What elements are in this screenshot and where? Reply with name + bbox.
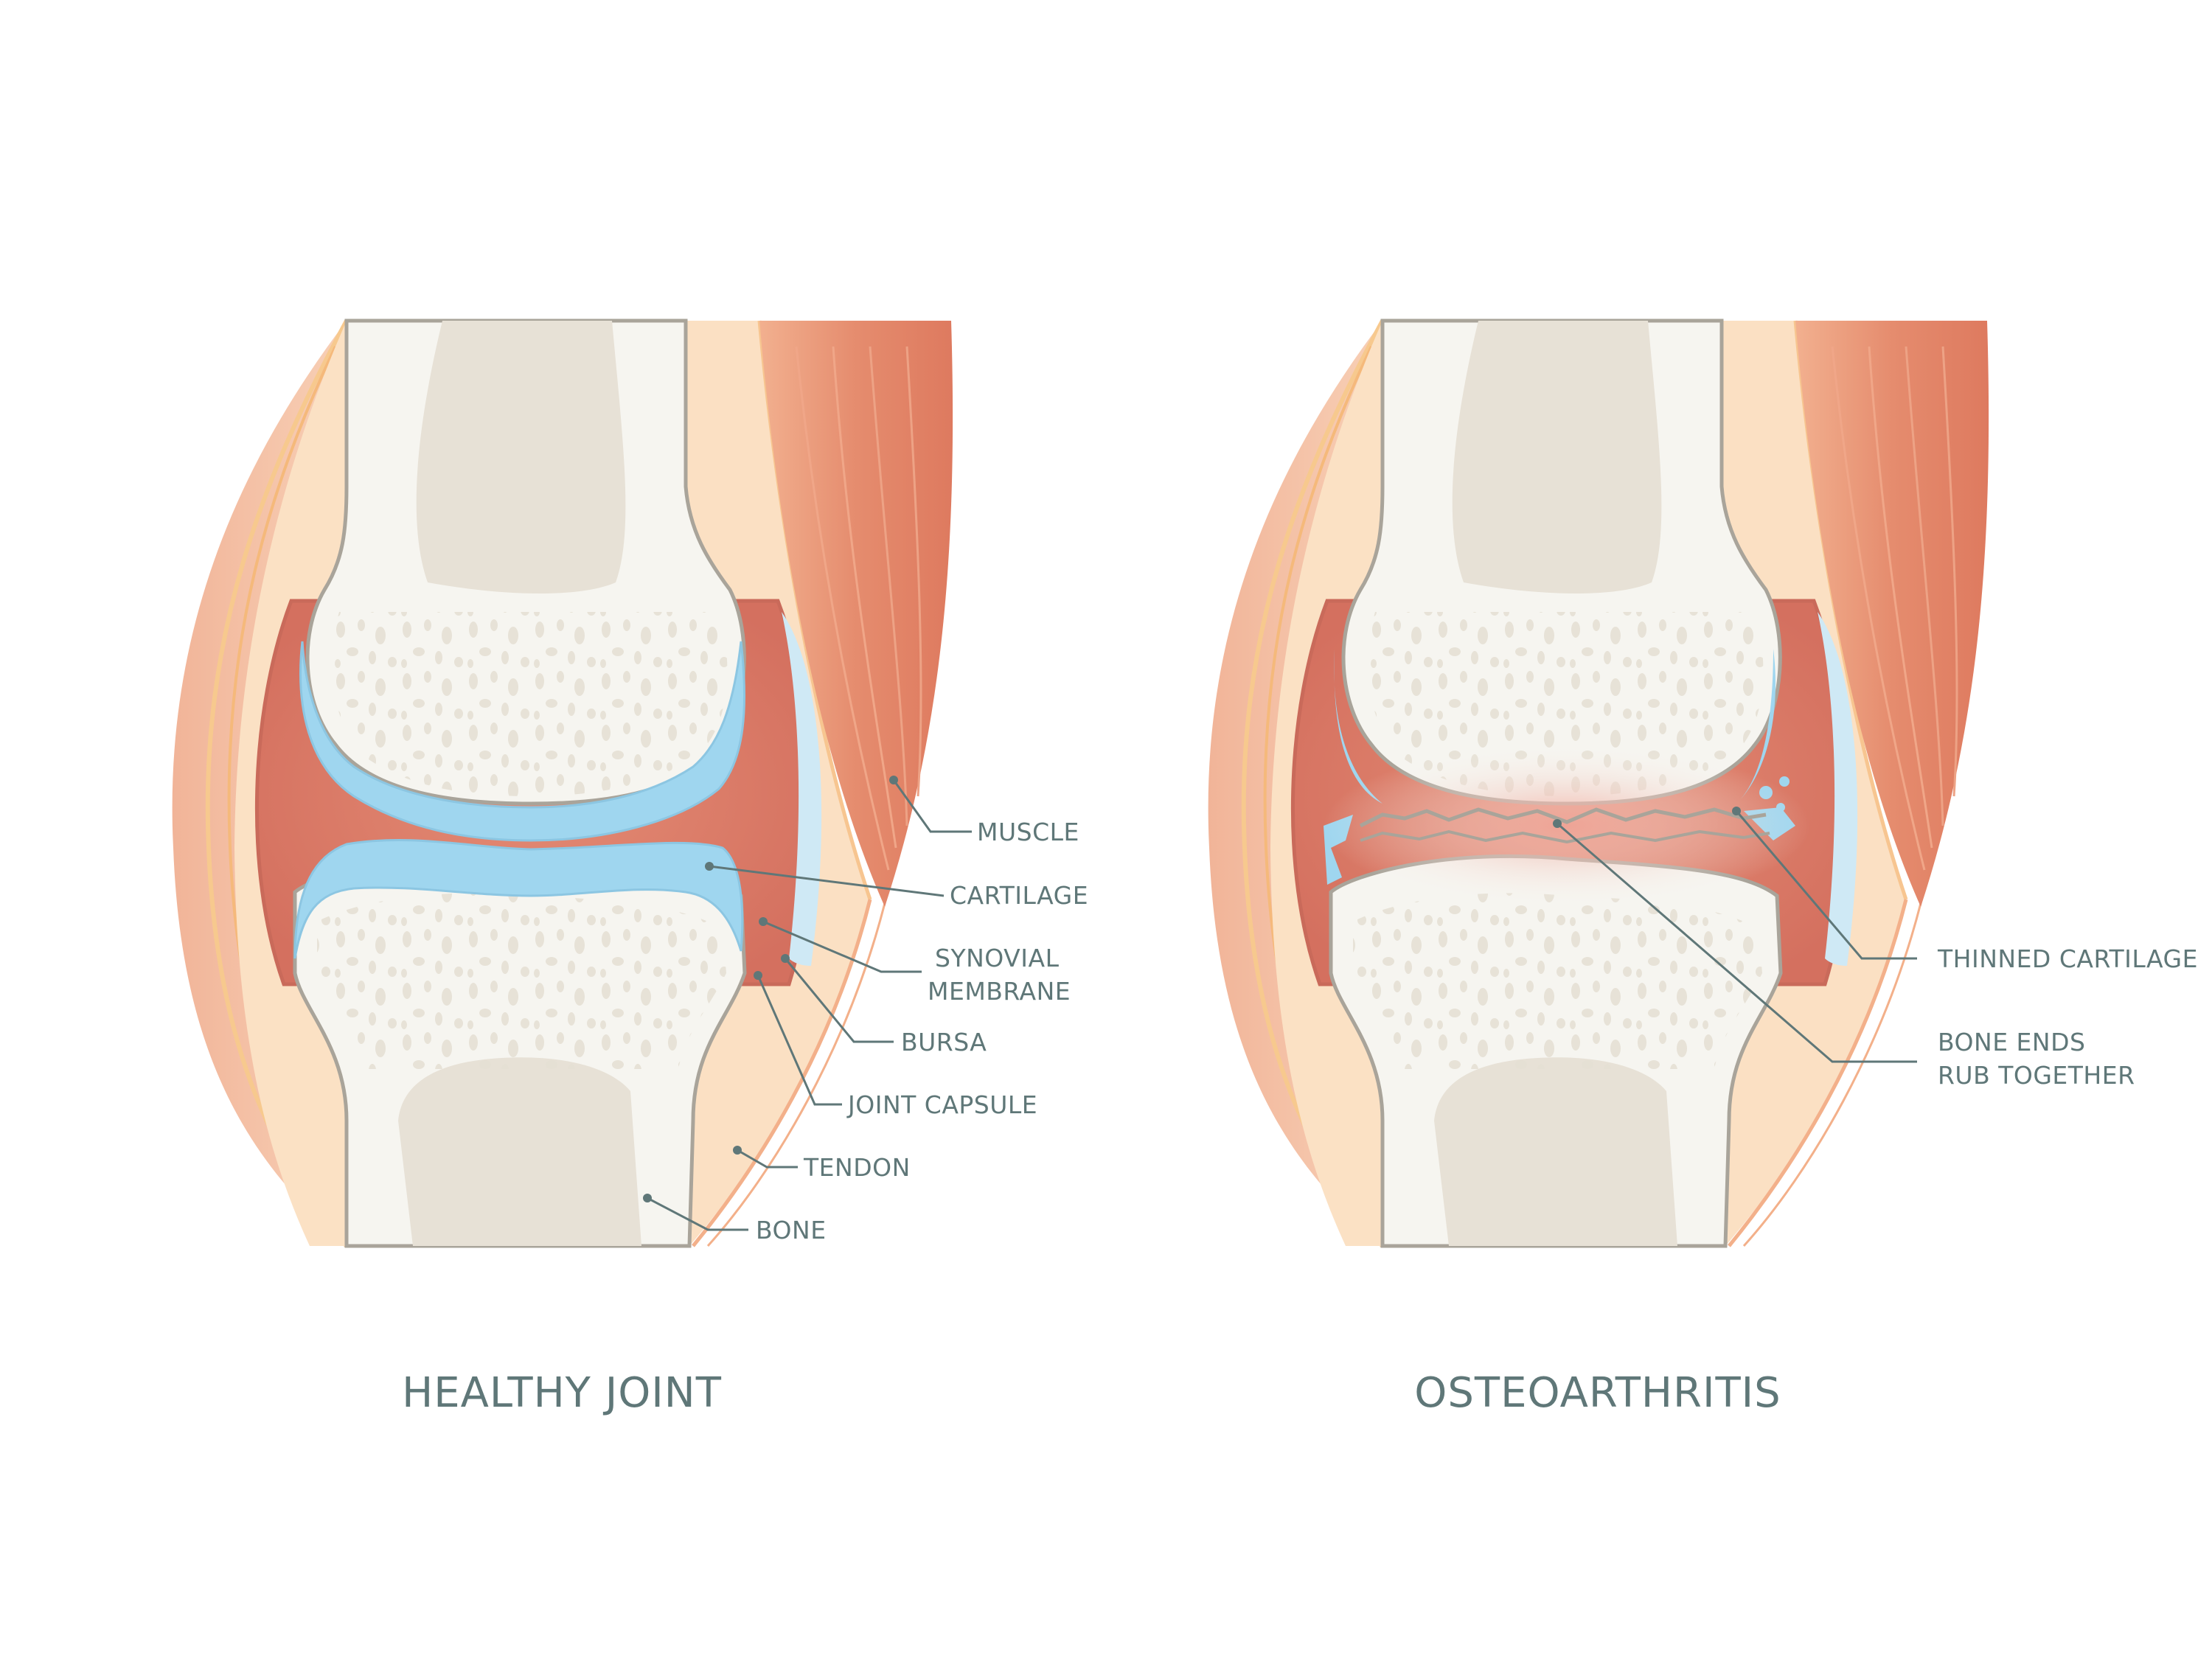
healthy-joint-title: HEALTHY JOINT <box>402 1369 722 1417</box>
label-thinned-cartilage: THINNED CARTILAGE <box>1937 944 2198 973</box>
osteoarthritis-labels: THINNED CARTILAGE BONE ENDS RUB TOGETHER… <box>1414 944 2198 1417</box>
label-joint-capsule: JOINT CAPSULE <box>846 1090 1037 1119</box>
label-bone-ends-line2: RUB TOGETHER <box>1938 1061 2135 1090</box>
healthy-joint-illustration <box>173 321 953 1246</box>
label-bone-ends-line1: BONE ENDS <box>1938 1028 2085 1056</box>
label-synovial-line1: SYNOVIAL <box>935 944 1060 972</box>
label-tendon: TENDON <box>803 1153 911 1182</box>
label-bursa: BURSA <box>901 1028 987 1056</box>
osteoarthritis-illustration <box>1208 321 1989 1246</box>
label-muscle: MUSCLE <box>977 818 1079 846</box>
osteoarthritis-title: OSTEOARTHRITIS <box>1414 1369 1781 1417</box>
healthy-joint-labels: MUSCLE CARTILAGE SYNOVIAL MEMBRANE BURSA… <box>402 818 1088 1417</box>
label-bone: BONE <box>756 1216 827 1244</box>
leader-lines <box>643 776 1917 1231</box>
label-cartilage: CARTILAGE <box>950 881 1088 910</box>
label-synovial-line2: MEMBRANE <box>928 977 1071 1006</box>
